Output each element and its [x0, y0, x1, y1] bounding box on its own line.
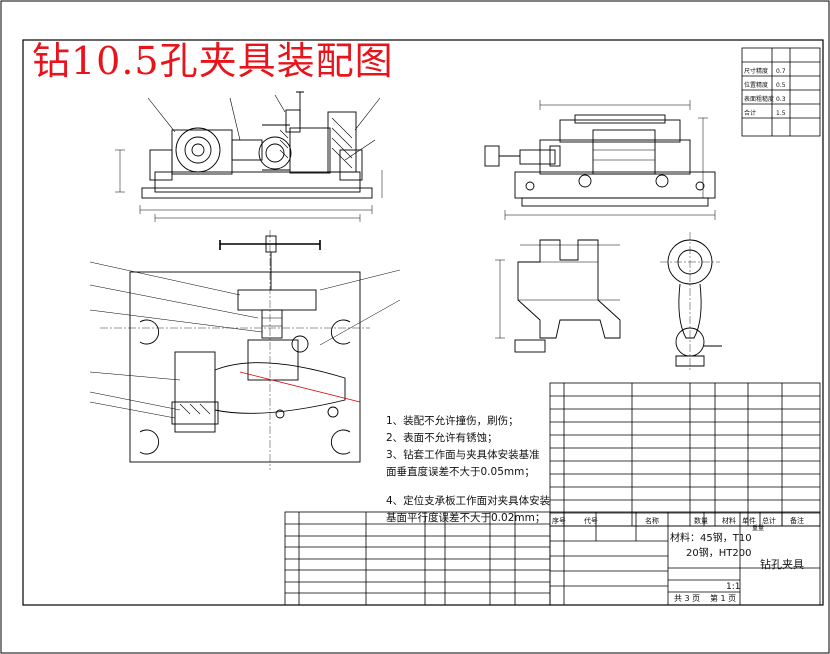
tech-row-4-value: 1.5 [776, 110, 786, 117]
scale-value: 1:1 [726, 582, 740, 592]
title-block-header-weight: 重量 [752, 524, 764, 532]
front-view [115, 91, 383, 222]
drawing-title: 钻10.5孔夹具装配图 [32, 39, 394, 83]
tech-row-4-name: 合计 [744, 109, 756, 117]
note-line-4: 面垂直度误差不大于0.05mm； [386, 466, 535, 478]
part-detail-views [495, 232, 722, 372]
plan-view [89, 230, 401, 470]
note-line-2: 2、表面不允许有锈蚀； [386, 432, 498, 444]
material-line-2: 20钢，HT200 [686, 546, 751, 559]
title-block-header-remark: 备注 [790, 516, 804, 525]
title-block-header-material: 材料 [722, 516, 736, 525]
part-name: 钻孔夹具 [760, 557, 804, 571]
tech-row-2-name: 位置精度 [744, 81, 768, 89]
note-line-3: 3、钻套工作面与夹具体安装基准 [386, 449, 540, 461]
title-block-header-name: 名称 [645, 516, 659, 525]
tech-table [741, 47, 821, 137]
parts-list-right [549, 382, 821, 527]
tech-row-1-value: 0.7 [776, 68, 786, 75]
title-block-header-qty: 数量 [694, 516, 708, 525]
side-view [484, 100, 716, 220]
title-block-header-code: 代号 [584, 516, 598, 525]
tech-row-3-name: 表面粗糙度 [744, 95, 774, 103]
note-line-5: 4、定位支承板工作面对夹具体安装 [386, 495, 551, 507]
technical-notes: 1、装配不允许撞伤，刷伤； 2、表面不允许有锈蚀； 3、钻套工作面与夹具体安装基… [386, 413, 550, 527]
note-line-1: 1、装配不允许撞伤，刷伤； [386, 415, 519, 427]
sheet-count: 共 3 页 [674, 594, 700, 603]
sheet-number: 第 1 页 [710, 593, 736, 603]
tech-row-2-value: 0.5 [776, 82, 786, 89]
tech-row-3-value: 0.3 [776, 96, 786, 103]
parts-list-left [284, 511, 551, 606]
title-block-header-total: 总计 [762, 516, 776, 525]
title-block-header-seq: 序号 [552, 516, 566, 525]
material-line-1: 材料：45钢，T10 [670, 531, 752, 544]
note-line-6: 基面平行度误差不大于0.02mm； [386, 512, 546, 524]
title-block [549, 511, 821, 606]
tech-row-1-name: 尺寸精度 [744, 67, 768, 75]
title-block-header-unit: 单件 [742, 516, 756, 525]
